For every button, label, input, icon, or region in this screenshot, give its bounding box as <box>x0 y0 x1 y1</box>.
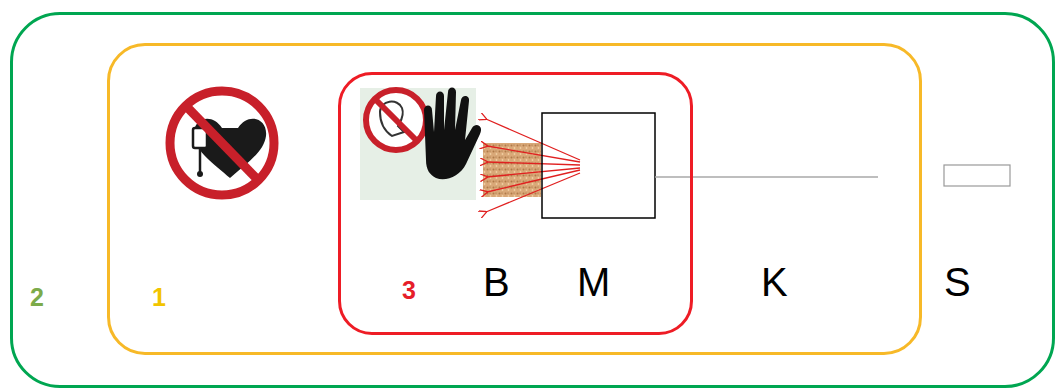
part-label: S <box>944 262 971 302</box>
radiation-arrows <box>486 119 580 212</box>
no-access-sign <box>360 88 481 201</box>
console-box <box>944 165 1010 186</box>
no-pacemaker-sign <box>170 91 274 195</box>
part-label: M <box>577 262 610 302</box>
magnet-box <box>542 113 655 218</box>
zone-region: 213 <box>10 12 1055 388</box>
zone-number: 3 <box>402 278 416 303</box>
cable <box>655 176 878 178</box>
zone-region: 3 <box>338 72 693 335</box>
zone-number: 2 <box>30 285 44 310</box>
zone-number: 1 <box>152 285 166 310</box>
zone-region: 13 <box>107 43 922 355</box>
part-label: K <box>761 262 788 302</box>
cork-block <box>483 143 541 197</box>
part-label: B <box>483 262 510 302</box>
